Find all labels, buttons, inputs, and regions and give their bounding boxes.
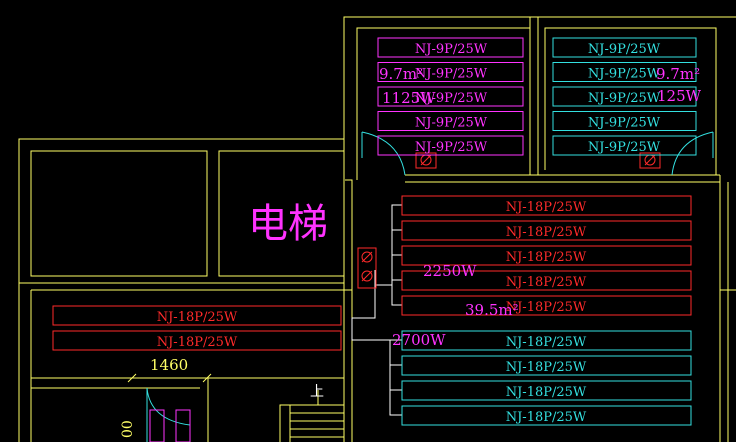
right-cyan-light-group: NJ-18P/25W NJ-18P/25W NJ-18P/25W NJ-18P/25W — [401, 330, 692, 426]
right-cabinet-light-label-3: NJ-9P/25W — [588, 91, 661, 106]
building-walls — [18, 16, 736, 442]
corridor-switch-slash-2 — [361, 270, 373, 282]
right-red-light-fixture-3 — [401, 245, 692, 266]
left-cabinet-light-label-3: NJ-9P/25W — [415, 91, 488, 106]
right-cabinet-light-fixture-3 — [552, 86, 697, 107]
right-red-light-fixture-4 — [401, 270, 692, 291]
right-cabinet-room — [544, 27, 717, 175]
right-cabinet-light-label-2: NJ-9P/25W — [588, 67, 661, 82]
lower-door-arc — [146, 387, 191, 426]
doors — [146, 131, 714, 442]
circuit-wiring — [351, 204, 402, 416]
right-cabinet-door-arc — [671, 131, 714, 176]
left-red-light-fixture-2 — [52, 330, 342, 351]
right-red-light-label-4: NJ-18P/25W — [506, 275, 587, 290]
right-cyan-light-label-3: NJ-18P/25W — [506, 385, 587, 400]
left-cabinet-light-label-5: NJ-9P/25W — [415, 140, 488, 155]
right-red-light-fixture-1 — [401, 195, 692, 216]
right-cyan-light-fixture-4 — [401, 405, 692, 426]
stair-up-label: 上 — [310, 384, 324, 400]
right-cabinet-light-label-1: NJ-9P/25W — [588, 42, 661, 57]
partial-dimension-label: 00 — [120, 420, 136, 438]
left-cabinet-switch-slash — [420, 154, 432, 166]
inner-wall-top — [345, 179, 353, 442]
right-cyan-light-label-1: NJ-18P/25W — [506, 335, 587, 350]
right-cyan-light-fixture-2 — [401, 355, 692, 376]
right-cyan-light-label-4: NJ-18P/25W — [506, 410, 587, 425]
right-red-light-fixture-2 — [401, 220, 692, 241]
lower-room-fixture-2 — [175, 409, 191, 442]
left-cabinet-area-note: 9.7m² — [379, 65, 423, 83]
left-red-light-label-1: NJ-18P/25W — [157, 310, 238, 325]
left-cabinet-room — [356, 27, 530, 180]
cyan-circuit-power-note: 2700W — [392, 331, 446, 349]
stair-room — [279, 404, 344, 442]
lower-room-fixture-1 — [149, 409, 165, 442]
dimension-line — [127, 373, 212, 383]
left-cabinet-light-label-2: NJ-9P/25W — [415, 67, 488, 82]
right-cabinet-light-fixture-5 — [552, 135, 697, 156]
right-red-light-label-3: NJ-18P/25W — [506, 250, 587, 265]
right-cabinet-light-group: NJ-9P/25W NJ-9P/25W NJ-9P/25W NJ-9P/25W NJ-9… — [552, 37, 697, 156]
wire-cyan-circuit — [389, 339, 402, 416]
elevator-shaft-right — [218, 150, 345, 277]
right-red-light-group: NJ-18P/25W NJ-18P/25W NJ-18P/25W NJ-18P/25W… — [401, 195, 692, 316]
elevator-label: 电梯 — [248, 201, 328, 247]
left-cabinet-light-fixture-2 — [377, 62, 524, 82]
right-cabinet-light-fixture-4 — [552, 111, 697, 131]
left-red-light-group: NJ-18P/25W NJ-18P/25W — [52, 305, 342, 351]
left-cabinet-light-fixture-4 — [377, 111, 524, 131]
right-cabinet-power-note: 125W — [657, 87, 702, 105]
outer-wall-top — [343, 16, 736, 442]
left-red-light-fixture-1 — [52, 305, 342, 326]
corridor-switch-symbol-2 — [361, 270, 373, 282]
switch-boxes — [357, 152, 661, 289]
right-cyan-light-fixture-3 — [401, 380, 692, 401]
left-cabinet-light-fixture-3 — [377, 86, 524, 107]
corridor-switch-symbol-1 — [361, 251, 373, 263]
left-cabinet-light-fixture-1 — [377, 37, 524, 58]
left-cabinet-switch-box — [415, 152, 437, 169]
wire-feeder — [351, 270, 390, 341]
right-cabinet-switch-box — [639, 152, 661, 169]
elevator-outer — [18, 138, 344, 442]
right-red-light-label-5: NJ-18P/25W — [506, 300, 587, 315]
right-red-light-label-2: NJ-18P/25W — [506, 225, 587, 240]
right-cabinet-light-label-4: NJ-9P/25W — [588, 116, 661, 131]
right-cabinet-light-fixture-1 — [552, 37, 697, 58]
left-cabinet-light-label-1: NJ-9P/25W — [415, 42, 488, 57]
left-cabinet-light-label-4: NJ-9P/25W — [415, 116, 488, 131]
dimension-label: 1460 — [150, 356, 188, 374]
elevator-shaft-left — [30, 150, 208, 277]
red-circuit-area-note: 39.5m² — [465, 301, 519, 319]
right-cabinet-light-fixture-2 — [552, 62, 697, 82]
left-cabinet-power-note: 1125W — [382, 89, 436, 107]
corridor-switch-slash-1 — [361, 251, 373, 263]
left-red-light-label-2: NJ-18P/25W — [157, 335, 238, 350]
right-cabinet-switch-slash — [644, 154, 656, 166]
left-cabinet-light-group: NJ-9P/25W NJ-9P/25W NJ-9P/25W NJ-9P/25W NJ-9… — [377, 37, 524, 156]
red-circuit-power-note: 2250W — [423, 262, 477, 280]
dimension-tick-right — [202, 373, 212, 383]
left-cabinet-light-fixture-5 — [377, 135, 524, 156]
right-cabinet-light-label-5: NJ-9P/25W — [588, 140, 661, 155]
corridor-switch-box — [357, 247, 377, 289]
left-cabinet-door-arc — [361, 131, 406, 176]
right-red-light-label-1: NJ-18P/25W — [506, 200, 587, 215]
right-cabinet-area-note: 9.7m² — [656, 65, 700, 83]
right-cyan-light-fixture-1 — [401, 330, 692, 351]
lower-room-symbols — [149, 409, 191, 442]
dimension-tick-left — [127, 373, 137, 383]
right-cyan-light-label-2: NJ-18P/25W — [506, 360, 587, 375]
right-red-light-fixture-5 — [401, 295, 692, 316]
